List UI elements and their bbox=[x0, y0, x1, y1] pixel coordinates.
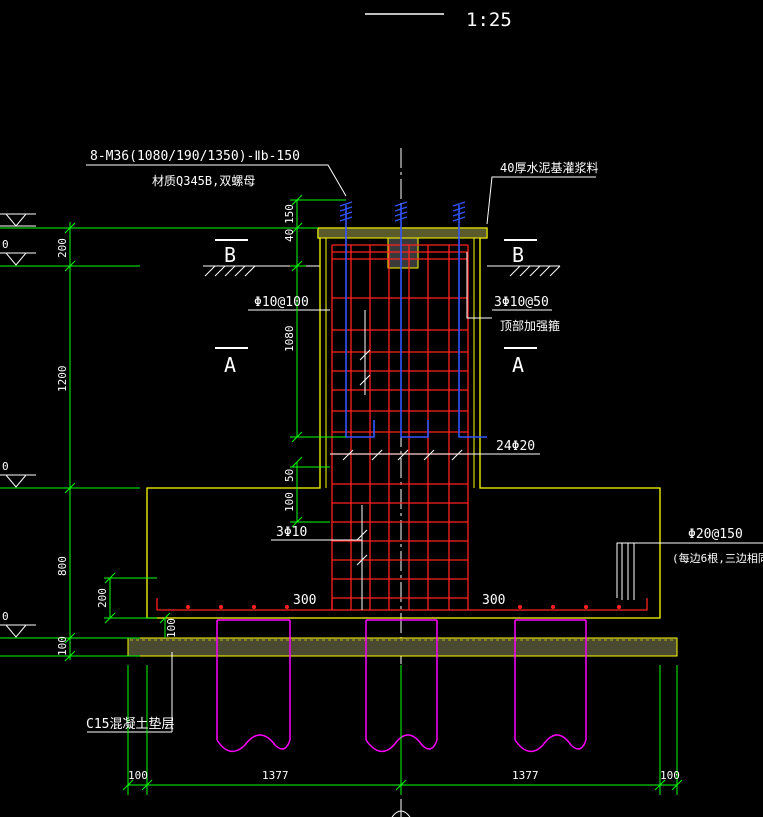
dim-text: 1377 bbox=[512, 769, 539, 782]
ground-line-right bbox=[487, 265, 561, 277]
dim-text: 1200 bbox=[56, 366, 69, 393]
dim-text: 100 bbox=[283, 492, 296, 512]
section-circle-partial bbox=[391, 810, 411, 817]
concrete-cushion bbox=[127, 637, 678, 657]
grout-pocket bbox=[387, 237, 419, 269]
dim-text: 1080 bbox=[283, 326, 296, 353]
top-add-rebar-note: 顶部加强箍 bbox=[500, 318, 560, 333]
top-add-rebar-label: 3Φ10@50 bbox=[494, 295, 549, 310]
bolt-thread-marks bbox=[339, 201, 466, 222]
cover-label-right: 300 bbox=[482, 593, 505, 608]
dim-text: 100 bbox=[165, 618, 178, 638]
elevation-label: 0 bbox=[2, 610, 9, 623]
scale-label: 1:25 bbox=[466, 9, 512, 31]
svg-text:A: A bbox=[224, 353, 236, 377]
dim-text: 100 bbox=[128, 769, 148, 782]
rebar-cage bbox=[156, 244, 648, 611]
base-rebar-note: (每边6根,三边相同) bbox=[672, 551, 763, 565]
rebar-bottom-dots bbox=[186, 605, 621, 609]
dim-text: 100 bbox=[660, 769, 680, 782]
grout-layer bbox=[317, 227, 488, 239]
elevation-label: 0 bbox=[2, 460, 9, 473]
bolt-spec-label: 8-M36(1080/190/1350)-Ⅱb-150 bbox=[90, 149, 300, 164]
dim-text: 50 bbox=[283, 469, 296, 482]
dim-text: 150 bbox=[283, 204, 296, 224]
main-rebar-label: 24Φ20 bbox=[496, 439, 535, 454]
section-mark-b-right: B bbox=[504, 239, 537, 267]
cover-label-left: 300 bbox=[293, 593, 316, 608]
elevation-label: 0 bbox=[2, 238, 9, 251]
svg-text:A: A bbox=[512, 353, 524, 377]
ring-rebar-label: 3Φ10 bbox=[276, 525, 307, 540]
grout-note-label: 40厚水泥基灌浆料 bbox=[500, 160, 598, 175]
pile-right bbox=[514, 619, 587, 753]
base-rebar-label: Φ20@150 bbox=[688, 527, 743, 542]
dim-text: 200 bbox=[96, 588, 109, 608]
section-mark-b-left: B bbox=[215, 239, 248, 267]
dim-text: 200 bbox=[56, 238, 69, 258]
section-mark-a-left: A bbox=[215, 347, 248, 377]
anchor-bolts bbox=[345, 205, 487, 438]
dim-text: 800 bbox=[56, 556, 69, 576]
stirrup-ticks bbox=[342, 310, 463, 610]
cushion-label: C15混凝土垫层 bbox=[86, 716, 174, 732]
svg-text:B: B bbox=[512, 243, 524, 267]
svg-text:B: B bbox=[224, 243, 236, 267]
dim-text: 1377 bbox=[262, 769, 289, 782]
pile-center bbox=[365, 619, 438, 753]
dims-inner bbox=[104, 194, 346, 638]
dims-bottom bbox=[122, 665, 683, 795]
side-verticals bbox=[621, 543, 635, 600]
bolt-material-label: 材质Q345B,双螺母 bbox=[152, 174, 255, 188]
stirrup-label: Φ10@100 bbox=[254, 295, 309, 310]
ground-line-left bbox=[203, 265, 320, 277]
dim-text: 40 bbox=[283, 229, 296, 242]
section-mark-a-right: A bbox=[504, 347, 537, 377]
pile-left bbox=[216, 619, 291, 753]
dim-text: 100 bbox=[56, 636, 69, 656]
elevation-marks bbox=[0, 213, 36, 638]
dims-left bbox=[0, 222, 318, 662]
